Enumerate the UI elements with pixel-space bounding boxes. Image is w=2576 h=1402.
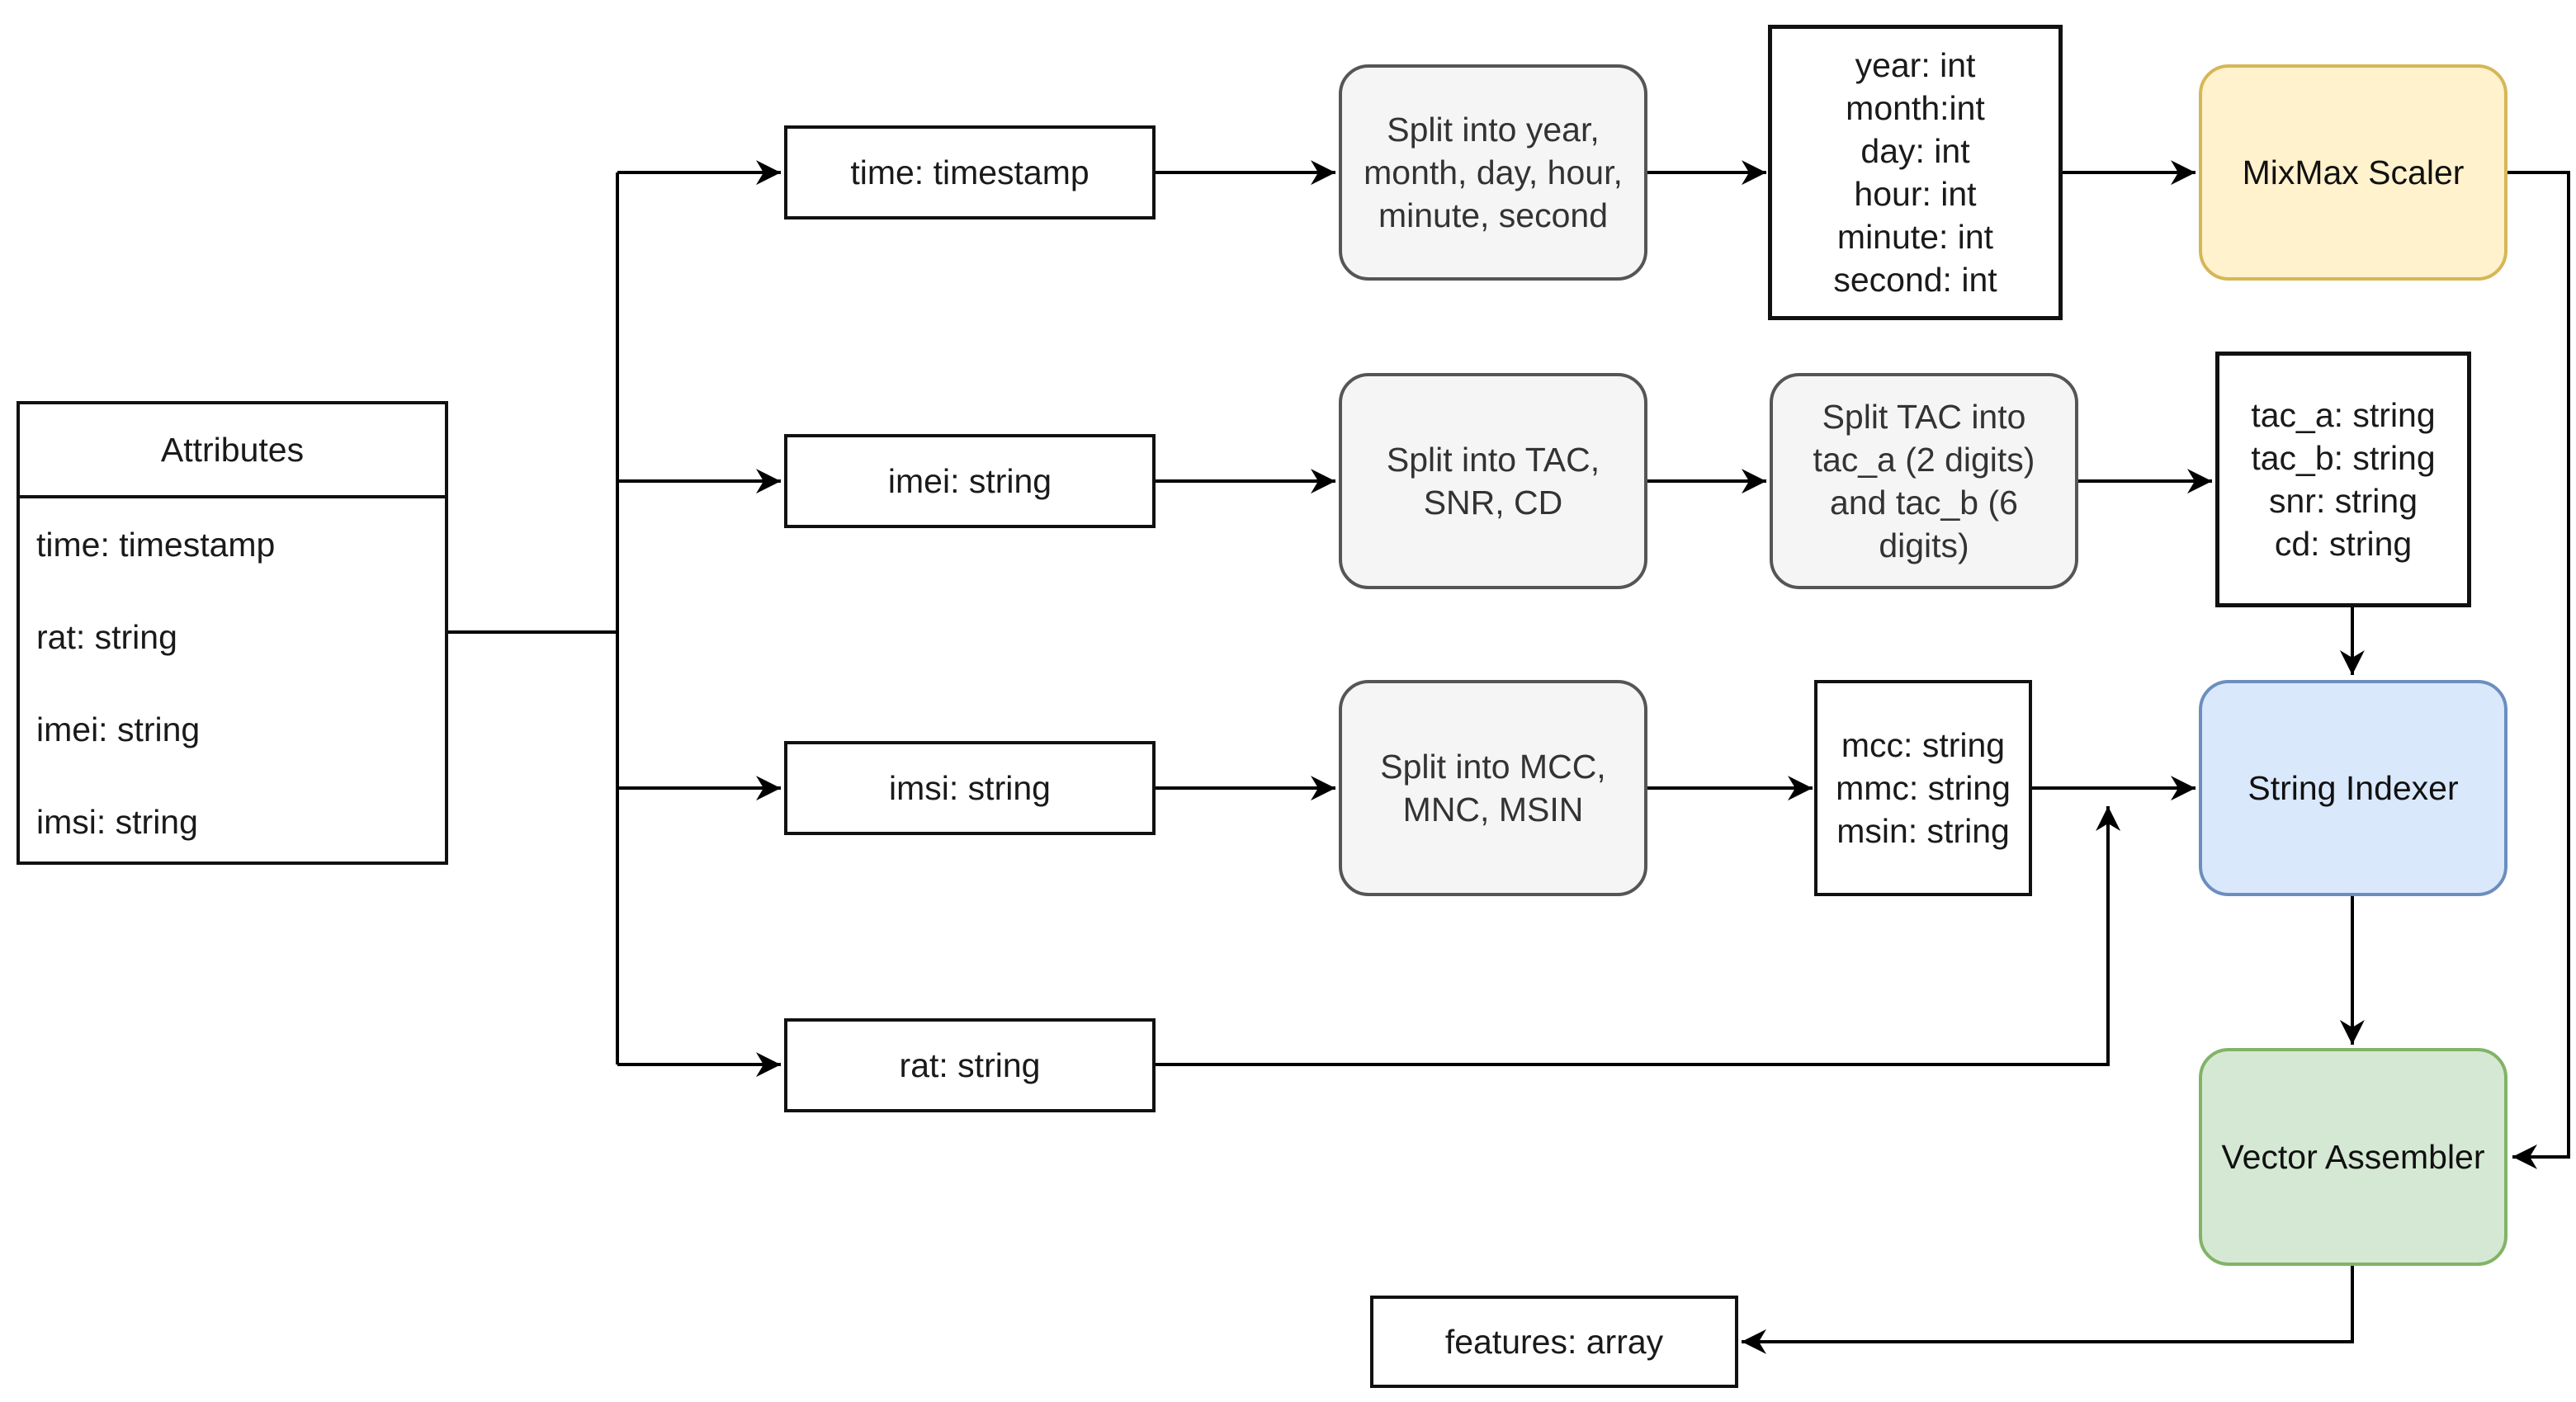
input-imsi-box: imsi: string xyxy=(784,741,1156,835)
split-tac-step: Split TAC into tac_a (2 digits) and tac_… xyxy=(1770,373,2078,589)
input-rat-box: rat: string xyxy=(784,1018,1156,1112)
split-time-step: Split into year, month, day, hour, minut… xyxy=(1339,64,1647,281)
input-imei-box: imei: string xyxy=(784,434,1156,528)
imsi-field: msin: string xyxy=(1836,812,2010,850)
string-indexer-node: String Indexer xyxy=(2199,680,2507,896)
imei-field: tac_a: string xyxy=(2251,396,2436,434)
attributes-table: Attributes time: timestamp rat: string i… xyxy=(17,401,448,865)
time-fields-box: year: int month:int day: int hour: int m… xyxy=(1768,25,2063,320)
time-field: day: int xyxy=(1860,132,1970,170)
time-field: month:int xyxy=(1846,89,1985,127)
imei-field: tac_b: string xyxy=(2251,439,2436,477)
input-time-box: time: timestamp xyxy=(784,125,1156,220)
features-output-box: features: array xyxy=(1370,1296,1738,1388)
split-imei-step: Split into TAC, SNR, CD xyxy=(1339,373,1647,589)
imei-fields-box: tac_a: string tac_b: string snr: string … xyxy=(2215,352,2471,607)
attribute-field: rat: string xyxy=(36,618,177,656)
split-imsi-step: Split into MCC, MNC, MSIN xyxy=(1339,680,1647,896)
attribute-field: imei: string xyxy=(36,710,201,748)
imei-field: snr: string xyxy=(2269,482,2418,520)
attribute-field: imsi: string xyxy=(36,803,198,841)
time-field: hour: int xyxy=(1854,175,1977,213)
time-field: second: int xyxy=(1833,261,1997,299)
imei-field: cd: string xyxy=(2274,525,2413,563)
vector-assembler-node: Vector Assembler xyxy=(2199,1048,2507,1266)
time-field: year: int xyxy=(1855,46,1976,84)
imsi-field: mcc: string xyxy=(1841,726,2006,764)
imsi-fields-box: mcc: string mmc: string msin: string xyxy=(1814,680,2032,896)
edge-rat-indexer xyxy=(1156,806,2121,1066)
imsi-field: mmc: string xyxy=(1836,769,2011,807)
edge-assembler-features xyxy=(1742,1266,2354,1354)
time-field: minute: int xyxy=(1836,218,1994,256)
edge-scaler-assembler xyxy=(2507,171,2570,1169)
attribute-field: time: timestamp xyxy=(36,526,276,564)
attributes-title: Attributes xyxy=(20,404,445,498)
mixmax-scaler-node: MixMax Scaler xyxy=(2199,64,2507,281)
